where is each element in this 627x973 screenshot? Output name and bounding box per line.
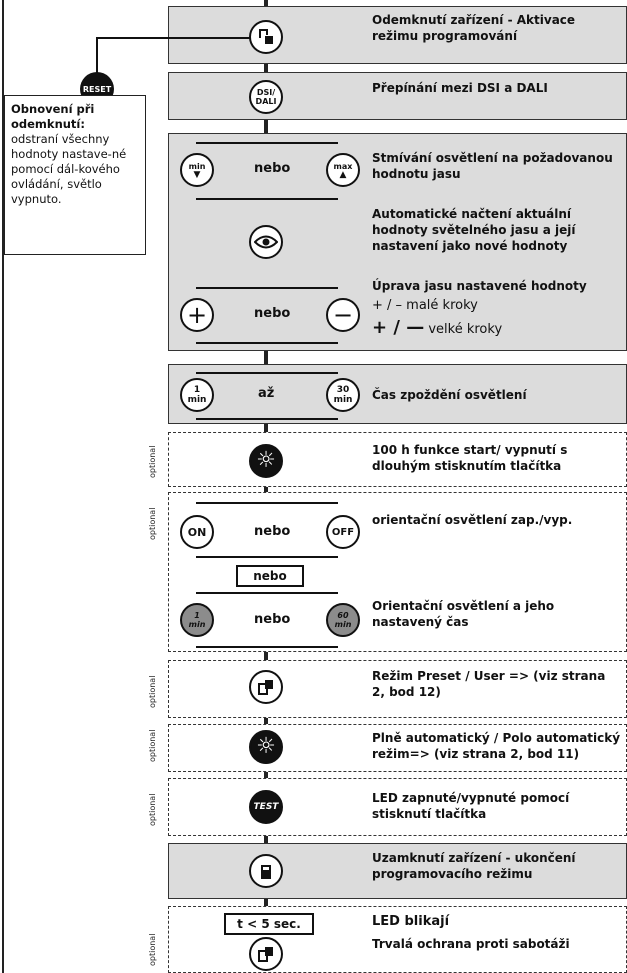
dsi-dali-label: DSI/ DALI [255, 88, 277, 106]
step-dsi-panel [168, 72, 627, 120]
reset-note: Obnovení při odemknutí: odstraní všechny… [4, 95, 146, 255]
step-dim-panel [168, 133, 627, 351]
step-test-text: LED zapnuté/vypnuté pomocí stisknutí tla… [372, 791, 570, 821]
left-border [2, 0, 4, 973]
orient-bracket-bottom [196, 556, 338, 558]
orient-or-box: nebo [236, 565, 304, 587]
optional-label-automode: optional [148, 729, 157, 762]
optional-label-tamper: optional [148, 933, 157, 966]
orient-time-bracket-top [196, 592, 338, 594]
orient-bracket-top [196, 502, 338, 504]
orient-time-or-label: nebo [254, 612, 291, 627]
optional-label-preset: optional [148, 675, 157, 708]
orient-time-bracket-bottom [196, 646, 338, 648]
on-button[interactable]: ON [180, 515, 214, 549]
dim-or-label: nebo [254, 161, 291, 176]
step-orient-time-text: Orientační osvětlení a jeho nastavený ča… [372, 599, 555, 629]
step-burnin-panel [168, 432, 627, 487]
eye-button[interactable] [249, 225, 283, 259]
orient-or-label: nebo [254, 524, 291, 539]
step-unlock-text: Odemknutí zařízení - Aktivace režimu pro… [372, 13, 576, 43]
reset-connector-vertical [96, 37, 98, 73]
plus-button[interactable]: + [180, 298, 214, 332]
step-preset-text: Režim Preset / User => (viz strana 2, bo… [372, 669, 606, 699]
step-dsi-text: Přepínání mezi DSI a DALI [372, 81, 548, 95]
max-button[interactable]: max▲ [326, 153, 360, 187]
step-delay-text: Čas zpoždění osvětlení [372, 388, 527, 402]
step-automode-text: Plně automatický / Polo automatický reži… [372, 731, 621, 761]
step-unlock-panel [168, 6, 627, 64]
step-tamper-text: Trvalá ochrana proti sabotáži [372, 937, 570, 951]
step-burnin-text: 100 h funkce start/ vypnutí s dlouhým st… [372, 443, 568, 473]
delay-bracket-top [196, 372, 338, 374]
minus-button[interactable]: − [326, 298, 360, 332]
tamper-button[interactable] [249, 937, 283, 971]
step-auto-read-text: Automatické načtení aktuální hodnoty svě… [372, 207, 576, 253]
step-dim-text: Stmívání osvětlení na požadovanou hodnot… [372, 151, 613, 181]
step-adjust-large-row: + / — velké kroky [372, 317, 622, 338]
step-lock-panel [168, 843, 627, 899]
test-button[interactable]: TEST [249, 790, 283, 824]
step-led-blink-text: LED blikají [372, 914, 450, 929]
optional-label-test: optional [148, 793, 157, 826]
step-delay-panel [168, 364, 627, 424]
large-plus-minus-icon: + / — [372, 317, 425, 338]
adjust-or-label: nebo [254, 306, 291, 321]
delay-to-label: až [258, 386, 275, 401]
step-lock-text: Uzamknutí zařízení - ukončení programova… [372, 851, 576, 881]
delay-bracket-bottom [196, 418, 338, 420]
dim-bracket-bottom [196, 198, 338, 200]
reset-note-body: odstraní všechny hodnoty nastave-né pomo… [11, 132, 127, 206]
optional-label-orient: optional [148, 507, 157, 540]
optional-label-burnin: optional [148, 445, 157, 478]
step-adjust-title: Úprava jasu nastavené hodnoty [372, 279, 587, 293]
unlock-button-icon[interactable] [249, 20, 283, 54]
lock-button[interactable] [249, 854, 283, 888]
step-orient-onoff-text: orientační osvětlení zap./vyp. [372, 513, 573, 527]
reset-note-title: Obnovení při odemknutí: [11, 102, 95, 131]
off-button[interactable]: OFF [326, 515, 360, 549]
step-automode-panel [168, 724, 627, 772]
min-button[interactable]: min▼ [180, 153, 214, 187]
automode-sun-button[interactable]: ☼ [249, 730, 283, 764]
dim-bracket-top [196, 142, 338, 144]
preset-user-button[interactable] [249, 670, 283, 704]
step-preset-panel [168, 660, 627, 718]
step-test-panel [168, 778, 627, 836]
step-adjust-small: + / – malé kroky [372, 298, 478, 313]
sun-button[interactable]: ☼ [249, 444, 283, 478]
timer-box: t < 5 sec. [224, 913, 314, 935]
adjust-bracket-bottom [196, 342, 338, 344]
adjust-bracket-top [196, 287, 338, 289]
dsi-dali-button[interactable]: DSI/ DALI [249, 80, 283, 114]
reset-connector [96, 37, 250, 39]
step-adjust-large: velké kroky [428, 322, 503, 337]
